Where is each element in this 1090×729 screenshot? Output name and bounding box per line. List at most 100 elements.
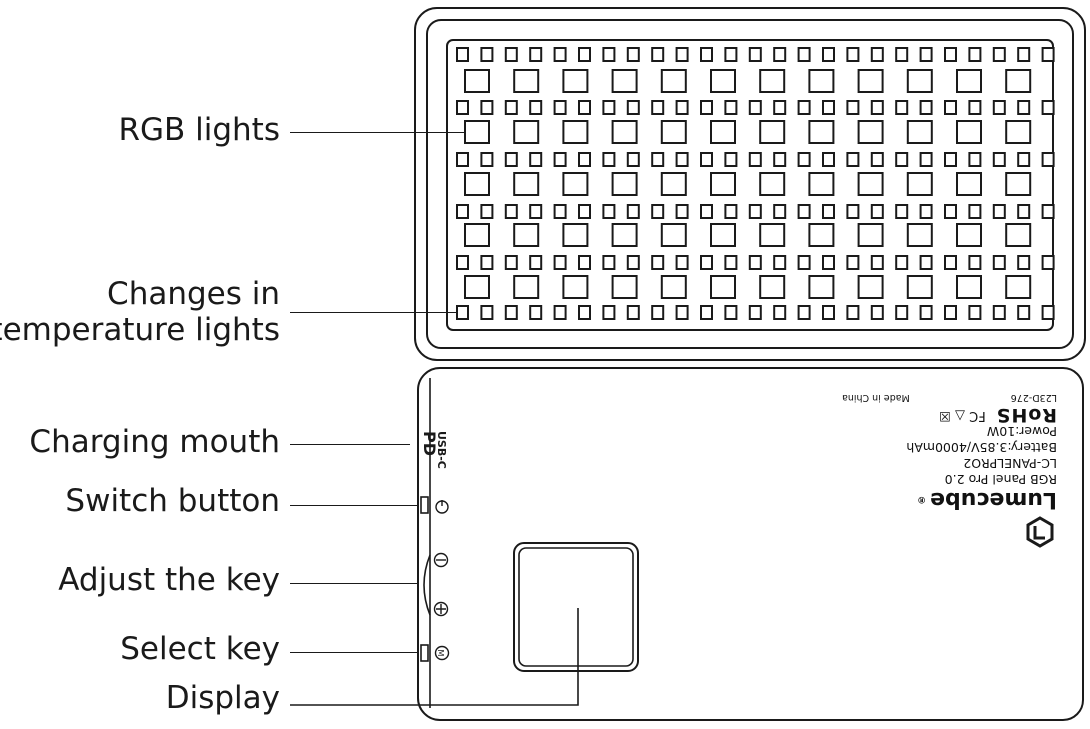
temperature-led (919, 204, 933, 219)
temperature-led (895, 47, 909, 62)
temperature-led (968, 305, 982, 320)
temperature-led (504, 305, 518, 320)
temperature-led (724, 152, 738, 167)
temperature-led (553, 305, 567, 320)
temperature-led (1017, 100, 1031, 115)
temperature-led (919, 100, 933, 115)
temperature-led (870, 100, 884, 115)
temperature-led (968, 152, 982, 167)
temperature-led (1017, 152, 1031, 167)
temperature-led (504, 255, 518, 270)
temperature-led (529, 100, 543, 115)
temperature-led (992, 100, 1006, 115)
rgb-led (710, 172, 736, 196)
rgb-lights-label: RGB lights (118, 112, 280, 148)
rgb-led (464, 69, 490, 93)
temperature-led (651, 152, 665, 167)
temperature-led (1041, 305, 1055, 320)
temperature-led (1017, 255, 1031, 270)
temperature-led (602, 47, 616, 62)
rgb-led (464, 120, 490, 144)
temperature-led (724, 305, 738, 320)
select-key-leader (290, 652, 418, 653)
product-name: RGB Panel Pro 2.0 (944, 472, 1057, 487)
rgb-led (513, 69, 540, 93)
lumecube-logo-icon (1026, 516, 1054, 548)
temperature-led (773, 204, 787, 219)
temperature-led (602, 152, 616, 167)
temperature-led (895, 100, 909, 115)
temperature-led (553, 100, 567, 115)
minus-icon (433, 552, 449, 568)
temperature-led (919, 255, 933, 270)
temperature-led (870, 255, 884, 270)
temperature-led (529, 152, 543, 167)
temperature-led (797, 305, 811, 320)
temperature-led (748, 47, 762, 62)
temperature-led (480, 47, 494, 62)
temperature-led (797, 100, 811, 115)
temperature-led (456, 305, 469, 320)
rgb-led (857, 275, 884, 299)
temperature-led (578, 100, 591, 115)
temperature-led (724, 47, 738, 62)
cert-marks-icon: FC △ ☒ (939, 408, 986, 423)
model-number: LC-PANELPRO2 (963, 456, 1057, 471)
temperature-led (822, 100, 835, 115)
front-panel (414, 7, 1086, 361)
temperature-led (968, 100, 982, 115)
temperature-led (578, 47, 591, 62)
rgb-led (660, 275, 687, 299)
rgb-led (611, 223, 638, 247)
temperature-led (944, 100, 957, 115)
temperature-led (456, 100, 469, 115)
rgb-led (513, 223, 540, 247)
temperature-led (724, 204, 738, 219)
temperature-led (992, 47, 1006, 62)
temperature-led (529, 255, 543, 270)
temperature-led (822, 204, 835, 219)
rgb-led (611, 172, 638, 196)
rgb-led (857, 120, 884, 144)
temperature-led (992, 204, 1006, 219)
rgb-led (562, 275, 589, 299)
rgb-led (710, 120, 736, 144)
temperature-led (504, 100, 518, 115)
charging-mouth-leader (290, 444, 410, 445)
temperature-led (1041, 204, 1055, 219)
rgb-led (808, 275, 835, 299)
temperature-led (870, 152, 884, 167)
temperature-led (675, 255, 689, 270)
switch-button-notch[interactable] (420, 496, 429, 514)
temperature-led (700, 100, 713, 115)
temperature-led (626, 204, 640, 219)
temperature-led (480, 305, 494, 320)
rgb-led (1005, 120, 1032, 144)
rgb-led (710, 69, 736, 93)
temperature-led (675, 47, 689, 62)
usb-c-marking: USB-C PD (420, 431, 448, 469)
rgb-led (1005, 172, 1032, 196)
rgb-led (660, 172, 687, 196)
select-key-notch[interactable] (420, 644, 429, 662)
temperature-led (992, 152, 1006, 167)
rgb-led (1005, 223, 1032, 247)
charging-mouth-label: Charging mouth (29, 424, 280, 460)
rgb-led (956, 275, 982, 299)
temperature-led (529, 305, 543, 320)
rgb-led (906, 69, 933, 93)
temperature-led (578, 204, 591, 219)
rgb-led (464, 172, 490, 196)
temperature-led (553, 255, 567, 270)
temperature-led (675, 204, 689, 219)
temperature-led (553, 47, 567, 62)
rgb-led (956, 223, 982, 247)
temperature-led (700, 152, 713, 167)
rgb-led (513, 275, 540, 299)
rgb-lights-leader (290, 132, 468, 133)
rgb-led (857, 69, 884, 93)
temperature-led (773, 305, 787, 320)
temperature-led (1017, 204, 1031, 219)
temperature-led (724, 255, 738, 270)
brand-logo: Lumecube® (842, 487, 1057, 512)
